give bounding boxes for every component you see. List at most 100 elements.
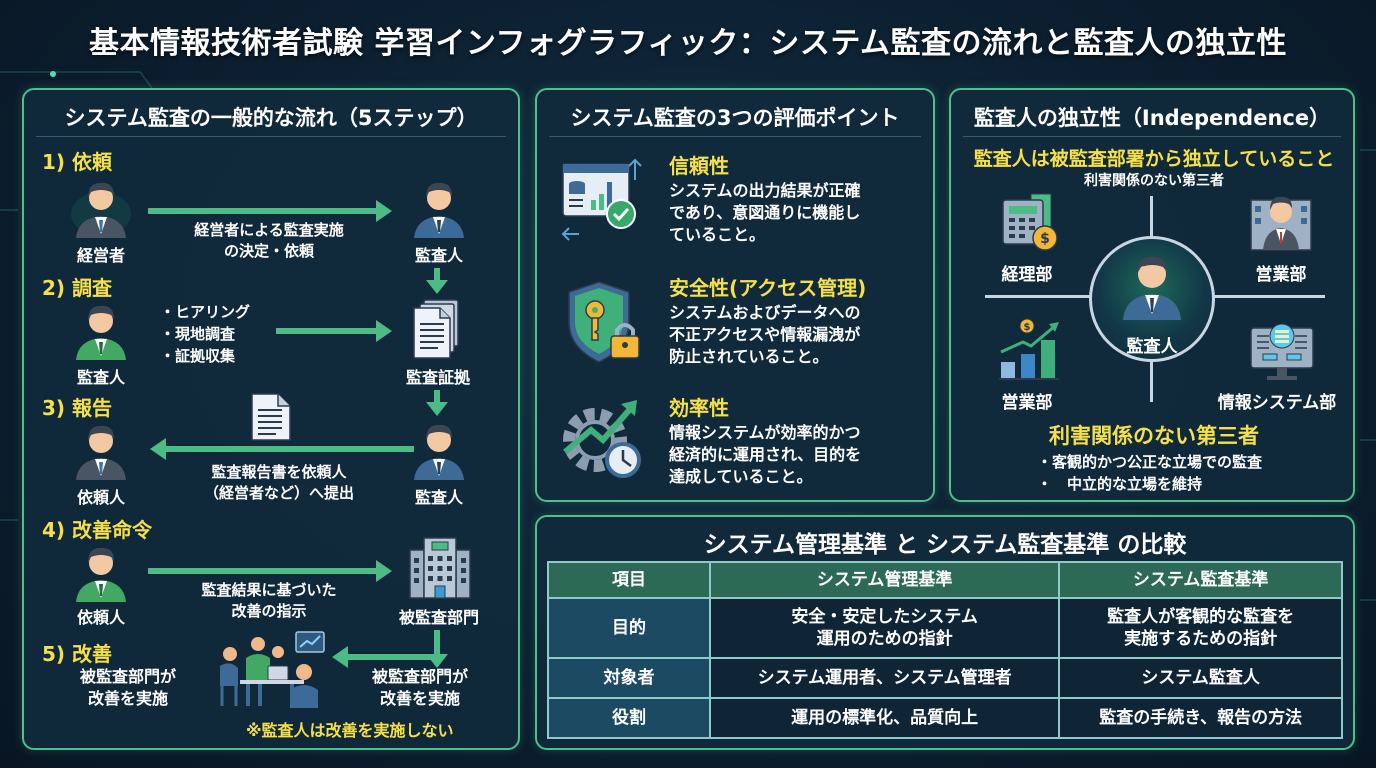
desc-line: システムの出力結果が正確	[669, 181, 861, 200]
requester-label: 依頼人	[76, 608, 125, 627]
security-desc: システムおよびデータへの 不正アクセスや情報漏洩が 防止されていること。	[669, 302, 919, 368]
auditor-person-icon	[414, 424, 464, 480]
desc-line: 防止されていること。	[669, 347, 829, 366]
investigation-bullet: ・現地調査	[160, 325, 236, 343]
center-auditor-label: 監査人	[1126, 337, 1178, 357]
request-text-line2: の決定・依頼	[223, 242, 314, 260]
dashboard-check-icon	[561, 158, 642, 241]
independence-headline: 監査人は被監査部署から独立していること	[973, 148, 1335, 170]
table-row: 役割 運用の標準化、品質向上 監査の手続き、報告の方法	[547, 697, 1343, 739]
dept-info-systems-label: 情報システム部	[1217, 393, 1337, 413]
return-arrow-vertical	[426, 630, 448, 668]
executive-person-icon	[71, 182, 131, 238]
report-arrow	[150, 438, 414, 460]
svg-text:$: $	[1040, 231, 1050, 247]
cell-line: 実施するための指針	[1124, 629, 1278, 649]
auditor-label: 監査人	[414, 246, 463, 265]
audited-department-label: 被監査部門	[398, 608, 479, 627]
investigation-bullet: ・証拠収集	[160, 347, 236, 365]
desc-line: 達成していること。	[669, 467, 813, 486]
row-head-purpose: 目的	[547, 597, 711, 659]
desc-line: ていること。	[669, 225, 766, 244]
improvement-text-right-line2: 改善を実施	[379, 689, 460, 708]
flow-panel-title: システム監査の一般的な流れ（5ステップ）	[64, 106, 478, 130]
executive-label: 経営者	[76, 246, 125, 265]
efficiency-desc: 情報システムが効率的かつ 経済的に運用され、目的を 達成していること。	[669, 422, 919, 488]
header-management-standard: システム管理基準	[708, 561, 1061, 599]
cross-line-horizontal-right	[1213, 295, 1325, 298]
auditor-note: ※監査人は改善を実施しない	[246, 721, 454, 740]
comparison-panel: システム管理基準 と システム監査基準 の比較 項目 システム管理基準 システム…	[535, 515, 1355, 750]
order-text-line2: 改善の指示	[231, 602, 307, 620]
improvement-text-right-line1: 被監査部門が	[371, 667, 468, 686]
divider	[36, 136, 506, 137]
cell-target-audit: システム監査人	[1058, 657, 1343, 699]
audit-evidence-label: 監査証拠	[405, 368, 470, 387]
investigation-bullet: ・ヒアリング	[160, 303, 251, 321]
cross-line-vertical-top	[1150, 196, 1153, 240]
improvement-arrow	[332, 646, 440, 668]
requester-person-icon	[76, 547, 126, 602]
gear-growth-icon	[563, 400, 641, 478]
cross-line-horizontal-left	[985, 295, 1091, 298]
reliability-title: 信頼性	[669, 154, 729, 178]
order-text-line1: 監査結果に基づいた	[201, 581, 337, 599]
request-text-line1: 経営者による監査実施	[194, 221, 344, 239]
cell-role-audit: 監査の手続き、報告の方法	[1058, 697, 1343, 739]
auditor-label: 監査人	[414, 488, 463, 507]
audit-flow-panel: システム監査の一般的な流れ（5ステップ） 1) 依頼 経営者 経営者による監査実…	[22, 88, 520, 750]
desc-line: システムおよびデータへの	[669, 303, 861, 322]
dept-accounting-label: 経理部	[1001, 265, 1053, 285]
building-icon	[409, 537, 471, 599]
cross-line-vertical-bottom	[1150, 360, 1153, 402]
cell-target-management: システム運用者、システム管理者	[708, 657, 1061, 699]
improvement-order-arrow	[148, 560, 392, 582]
header-item: 項目	[547, 561, 711, 599]
page-title: 基本情報技術者試験 学習インフォグラフィック：システム監査の流れと監査人の独立性	[88, 26, 1288, 61]
cell-purpose-audit: 監査人が客観的な監査を 実施するための指針	[1058, 597, 1343, 659]
comparison-title: システム管理基準 と システム監査基準 の比較	[703, 532, 1187, 558]
step-5-label: 5) 改善	[42, 642, 113, 666]
independence-subline: 利害関係のない第三者	[1084, 173, 1224, 189]
efficiency-title: 効率性	[669, 396, 729, 420]
requester-person-icon	[76, 425, 126, 480]
svg-text:$: $	[1024, 322, 1031, 333]
security-title: 安全性(アクセス管理)	[669, 276, 867, 300]
auditor-label: 監査人	[76, 368, 125, 387]
improvement-text-left-line1: 被監査部門が	[79, 667, 176, 686]
salesperson-icon	[1250, 196, 1312, 251]
cell-line: 安全・安定したシステム	[791, 607, 978, 627]
reliability-desc: システムの出力結果が正確 であり、意図通りに機能し ていること。	[669, 180, 919, 246]
sales-chart-icon: $	[999, 318, 1059, 380]
cell-line: 監査人が客観的な監査を	[1107, 607, 1295, 627]
desc-line: であり、意図通りに機能し	[669, 203, 861, 222]
step-2-label: 2) 調査	[42, 276, 113, 300]
request-arrow	[148, 200, 392, 222]
down-arrow-1	[426, 268, 448, 294]
table-header-row: 項目 システム管理基準 システム監査基準	[547, 561, 1343, 599]
auditor-center-icon	[1123, 256, 1181, 320]
cell-role-management: 運用の標準化、品質向上	[708, 697, 1061, 739]
cell-purpose-management: 安全・安定したシステム 運用のための指針	[708, 597, 1061, 659]
cell-line: 運用のための指針	[816, 629, 953, 649]
report-text-line2: （経営者など）へ提出	[203, 484, 354, 502]
independence-bullet: ・客観的かつ公正な立場での監査	[1037, 453, 1263, 471]
independence-bullet: ・ 中立的な立場を維持	[1037, 475, 1203, 493]
dept-sales-2-label: 営業部	[1001, 393, 1053, 413]
row-head-role: 役割	[547, 697, 711, 739]
step-1-label: 1) 依頼	[42, 150, 113, 174]
dept-sales-label: 営業部	[1255, 265, 1307, 285]
divider	[549, 136, 921, 137]
divider	[963, 136, 1341, 137]
third-party-title: 利害関係のない第三者	[1049, 424, 1259, 448]
server-monitor-icon	[1250, 323, 1314, 380]
independence-panel-title: 監査人の独立性（Independence）	[973, 106, 1331, 130]
eval-panel-title: システム監査の3つの評価ポイント	[570, 106, 900, 130]
auditor-person-icon	[414, 182, 464, 238]
team-meeting-icon	[220, 631, 325, 708]
investigation-arrow	[276, 320, 392, 342]
report-text-line1: 監査報告書を依頼人	[211, 463, 347, 481]
evaluation-points-panel: システム監査の3つの評価ポイント 信頼性 システムの出力結果が正確 であり、意図…	[535, 88, 935, 502]
header-audit-standard: システム監査基準	[1058, 561, 1343, 599]
step-4-label: 4) 改善命令	[42, 518, 153, 542]
